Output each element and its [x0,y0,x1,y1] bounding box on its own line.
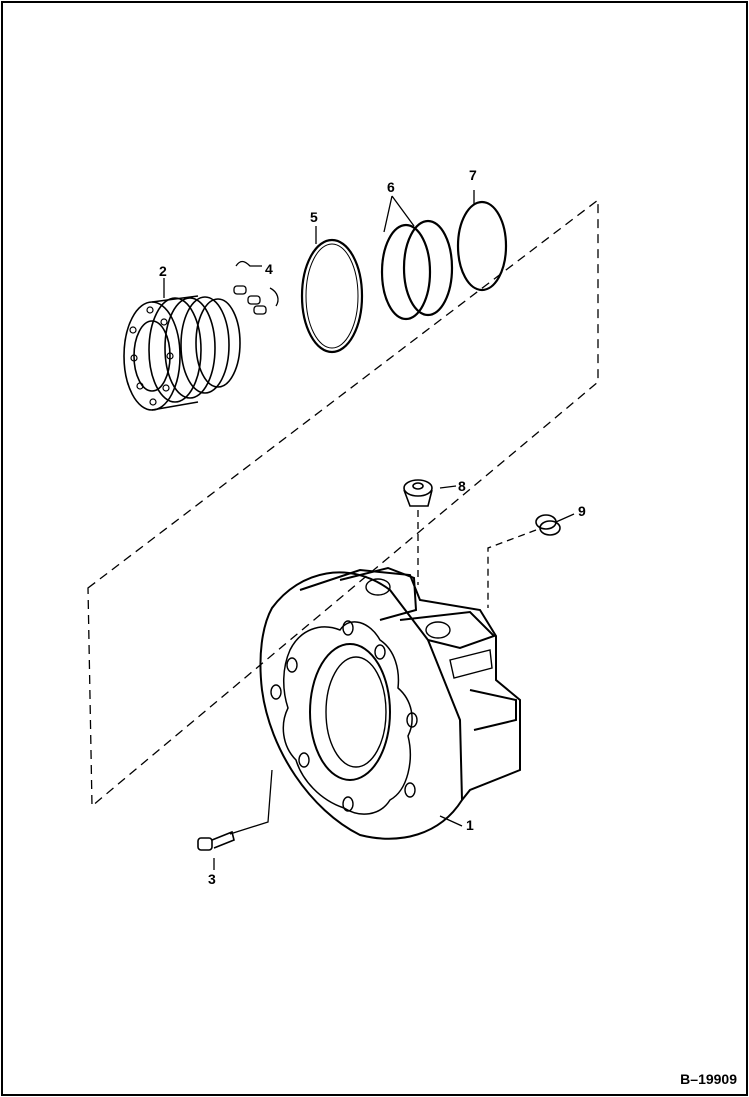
part-1-housing [259,566,521,840]
part-8-fitting [403,479,433,507]
part-3-bolt [197,830,235,851]
assembly-dashed-line [87,198,599,808]
plug-dashed-line [487,529,537,608]
callout-7: 7 [469,167,477,183]
callout-2: 2 [159,263,167,279]
callout-4: 4 [265,261,273,277]
part-6-backup-rings [380,219,454,321]
part-9-plug [535,514,561,536]
part-5-o-ring [300,238,364,354]
callout-3: 3 [208,871,216,887]
callout-9: 9 [578,503,586,519]
callout-1: 1 [466,817,474,833]
leader-lines [163,190,575,870]
callout-labels: 1 2 3 4 5 6 7 8 9 [159,167,586,887]
callout-8: 8 [458,478,466,494]
part-4-small-fittings [233,260,279,315]
part-7-ring [456,200,508,292]
part-2-piston [123,295,241,411]
callout-6: 6 [387,179,395,195]
drawing-number: B–19909 [680,1071,737,1087]
callout-5: 5 [310,209,318,225]
